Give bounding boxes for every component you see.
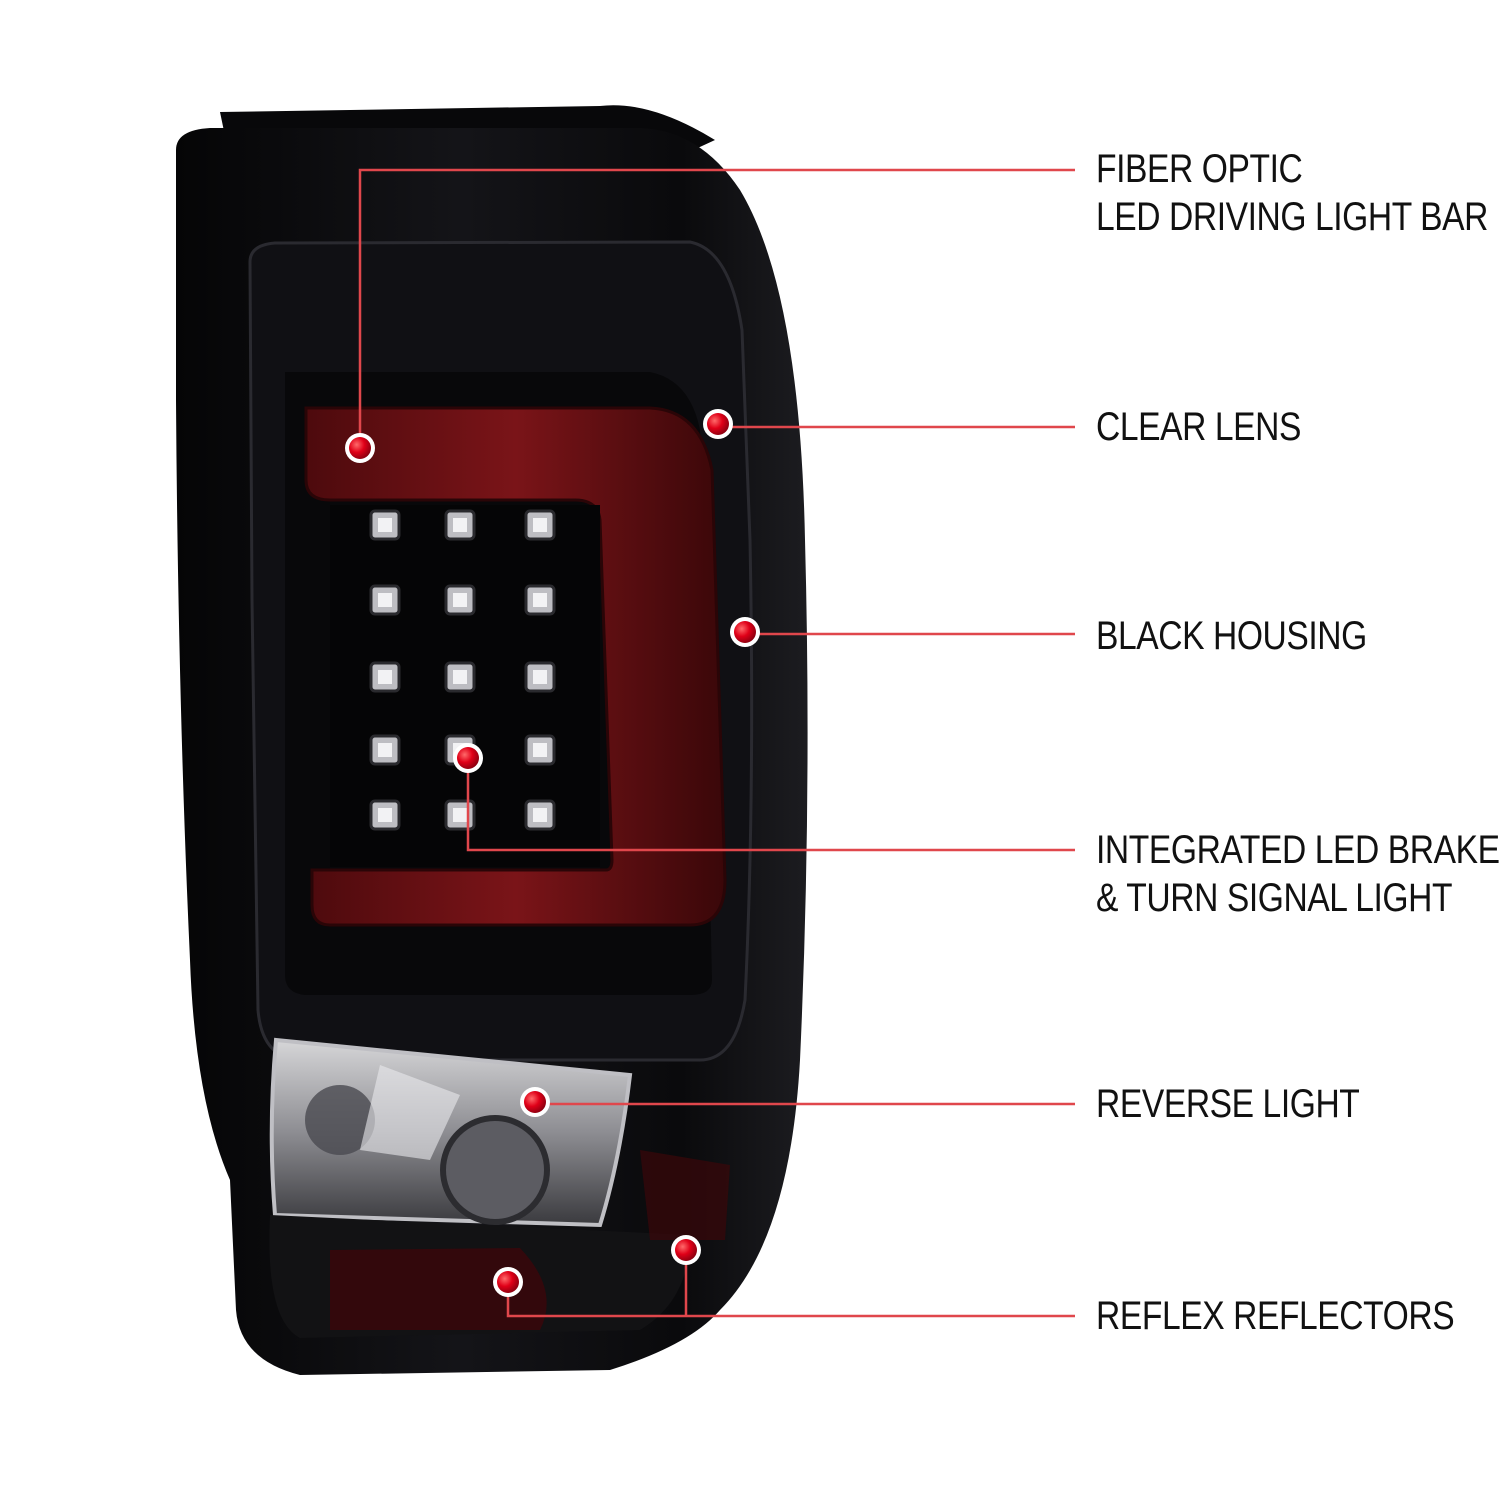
marker-dots xyxy=(345,409,760,1297)
integrated-led-label-line: INTEGRATED LED BRAKE xyxy=(1096,828,1500,872)
led-chip-core xyxy=(533,808,547,822)
led-chip-core xyxy=(533,743,547,757)
led-chip-core xyxy=(533,518,547,532)
led-chip-core xyxy=(533,593,547,607)
reverse-light-marker-dot xyxy=(524,1091,546,1113)
integrated-led-label: INTEGRATED LED BRAKE& TURN SIGNAL LIGHT xyxy=(1096,826,1500,922)
reflex-reflectors-marker-dot xyxy=(675,1239,697,1261)
fiber-optic-leader-line xyxy=(358,168,1075,448)
reverse-light-label-line: REVERSE LIGHT xyxy=(1096,1082,1360,1126)
reflex-reflectors-marker-dot xyxy=(497,1271,519,1293)
led-chip-core xyxy=(453,518,467,532)
integrated-led-marker-dot xyxy=(457,747,479,769)
reverse-light-label: REVERSE LIGHT xyxy=(1096,1080,1360,1128)
led-chip-core xyxy=(453,670,467,684)
black-housing-label-line: BLACK HOUSING xyxy=(1096,614,1367,658)
clear-lens-label: CLEAR LENS xyxy=(1096,403,1301,451)
led-chip-core xyxy=(378,518,392,532)
led-chip-core xyxy=(378,593,392,607)
led-chip-core xyxy=(378,670,392,684)
black-housing-label: BLACK HOUSING xyxy=(1096,612,1367,660)
clear-lens-label-line: CLEAR LENS xyxy=(1096,405,1301,449)
black-housing-marker-dot xyxy=(734,621,756,643)
reverse-light-reflector xyxy=(440,1115,550,1225)
led-chip-core xyxy=(378,743,392,757)
reflex-reflectors-label: REFLEX REFLECTORS xyxy=(1096,1292,1455,1340)
led-chip-core xyxy=(453,593,467,607)
integrated-led-leader-line xyxy=(466,758,1075,852)
led-chip-core xyxy=(378,808,392,822)
fiber-optic-label-line: FIBER OPTIC xyxy=(1096,147,1303,191)
led-chip-core xyxy=(453,808,467,822)
fiber-optic-marker-dot xyxy=(349,437,371,459)
clear-lens-marker-dot xyxy=(707,413,729,435)
reflex-reflectors-label-line: REFLEX REFLECTORS xyxy=(1096,1294,1455,1338)
fiber-optic-label-line: LED DRIVING LIGHT BAR xyxy=(1096,195,1488,239)
integrated-led-label-line: & TURN SIGNAL LIGHT xyxy=(1096,876,1453,920)
led-chip-core xyxy=(533,670,547,684)
fiber-optic-light-bar xyxy=(304,406,727,927)
